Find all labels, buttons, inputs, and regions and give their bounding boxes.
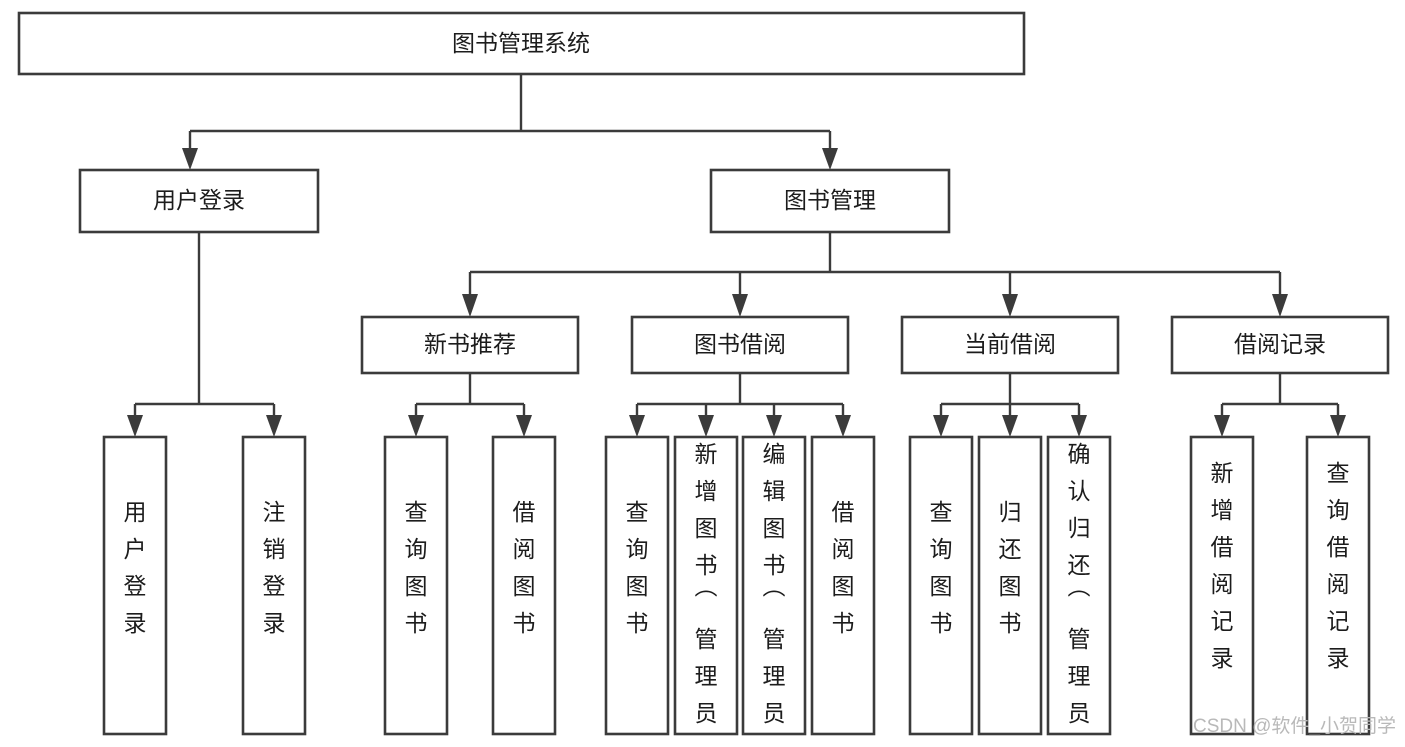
book-borrow-label: 图书借阅: [694, 331, 786, 357]
arrow-root-to-book-manage: [822, 148, 838, 170]
node-leaf-edit-book[interactable]: 编辑图书⌒管理员⌣: [741, 435, 807, 747]
arrow-current-borrow-to-confirm-return: [1071, 415, 1087, 437]
arrow-book-manage-to-book-borrow: [732, 294, 748, 317]
node-leaf-add-book[interactable]: 新增图书⌒管理员⌣: [673, 435, 739, 747]
user-login-box[interactable]: [78, 168, 320, 234]
leaf-user-login-label: 用户登录: [124, 499, 147, 636]
arrow-borrow-record-to-query-record: [1330, 415, 1346, 437]
leaf-edit-book-box[interactable]: [741, 435, 807, 736]
current-borrow-label: 当前借阅: [964, 331, 1056, 357]
node-new-book-recommend[interactable]: 新书推荐: [360, 315, 580, 375]
borrow-record-box[interactable]: [1170, 315, 1390, 375]
node-leaf-query-record[interactable]: 查询借阅记录: [1305, 435, 1371, 736]
arrow-user-login-to-leaf-user-login: [127, 415, 143, 437]
arrow-user-login-to-leaf-logout: [266, 415, 282, 437]
leaf-query-book-1-box[interactable]: [383, 435, 449, 736]
root-box[interactable]: [17, 11, 1026, 76]
leaf-confirm-return-box[interactable]: [1046, 435, 1112, 736]
node-book-borrow[interactable]: 图书借阅: [630, 315, 850, 375]
arrow-root-to-user-login: [182, 148, 198, 170]
book-manage-label: 图书管理: [784, 187, 876, 213]
leaf-edit-book-label: 编辑图书⌒管理员⌣: [763, 441, 786, 747]
edge-book-manage-bus: [468, 232, 1282, 303]
book-borrow-box[interactable]: [630, 315, 850, 375]
arrow-book-manage-to-new-book-recommend: [462, 294, 478, 317]
node-leaf-query-book-3[interactable]: 查询图书: [908, 435, 974, 736]
leaf-add-record-label: 新增借阅记录: [1211, 460, 1234, 671]
leaf-logout-label: 注销登录: [263, 499, 286, 636]
new-book-recommend-label: 新书推荐: [424, 331, 516, 357]
leaf-user-login-box[interactable]: [102, 435, 168, 736]
arrow-current-borrow-to-return-book: [1002, 415, 1018, 437]
edge-new-book-recommend-bus: [414, 373, 526, 423]
edge-user-login-bus: [133, 232, 276, 423]
connectors-layer: [127, 74, 1346, 437]
leaf-query-record-box[interactable]: [1305, 435, 1371, 736]
borrow-record-label: 借阅记录: [1234, 331, 1326, 357]
current-borrow-box[interactable]: [900, 315, 1120, 375]
leaf-add-book-box[interactable]: [673, 435, 739, 736]
leaf-borrow-book-2-box[interactable]: [810, 435, 876, 736]
leaf-logout-box[interactable]: [241, 435, 307, 736]
leaf-return-book-box[interactable]: [977, 435, 1043, 736]
node-book-manage[interactable]: 图书管理: [709, 168, 951, 234]
node-leaf-confirm-return[interactable]: 确认归还⌒管理员⌣: [1046, 435, 1112, 747]
edge-root-bus: [188, 74, 832, 156]
arrow-book-borrow-to-add-book: [698, 415, 714, 437]
arrow-book-borrow-to-query-book: [629, 415, 645, 437]
leaf-confirm-return-label: 确认归还⌒管理员⌣: [1068, 441, 1091, 747]
leaf-query-book-1-label: 查询图书: [405, 499, 428, 636]
node-leaf-borrow-book-2[interactable]: 借阅图书: [810, 435, 876, 736]
leaf-return-book-label: 归还图书: [999, 499, 1022, 636]
node-borrow-record[interactable]: 借阅记录: [1170, 315, 1390, 375]
leaf-query-record-label: 查询借阅记录: [1327, 460, 1350, 671]
node-leaf-logout[interactable]: 注销登录: [241, 435, 307, 736]
leaf-query-book-3-box[interactable]: [908, 435, 974, 736]
node-current-borrow[interactable]: 当前借阅: [900, 315, 1120, 375]
book-manage-box[interactable]: [709, 168, 951, 234]
user-login-label: 用户登录: [153, 187, 245, 213]
leaf-query-book-3-label: 查询图书: [930, 499, 953, 636]
new-book-recommend-box[interactable]: [360, 315, 580, 375]
arrow-book-manage-to-borrow-record: [1272, 294, 1288, 317]
node-user-login[interactable]: 用户登录: [78, 168, 320, 234]
leaf-query-book-2-box[interactable]: [604, 435, 670, 736]
arrow-book-borrow-to-edit-book: [766, 415, 782, 437]
node-leaf-query-book-2[interactable]: 查询图书: [604, 435, 670, 736]
arrow-current-borrow-to-query-book: [933, 415, 949, 437]
leaf-borrow-book-1-box[interactable]: [491, 435, 557, 736]
edge-book-borrow-bus: [635, 373, 845, 423]
node-leaf-add-record[interactable]: 新增借阅记录: [1189, 435, 1255, 736]
node-leaf-return-book[interactable]: 归还图书: [977, 435, 1043, 736]
arrow-book-manage-to-current-borrow: [1002, 294, 1018, 317]
leaf-add-record-box[interactable]: [1189, 435, 1255, 736]
leaf-add-book-label: 新增图书⌒管理员⌣: [695, 441, 718, 747]
edge-borrow-record-bus: [1220, 373, 1340, 423]
arrow-borrow-record-to-add-record: [1214, 415, 1230, 437]
arrow-new-book-recommend-to-borrow-book: [516, 415, 532, 437]
node-leaf-borrow-book-1[interactable]: 借阅图书: [491, 435, 557, 736]
edge-current-borrow-bus: [939, 373, 1081, 423]
leaf-borrow-book-1-label: 借阅图书: [513, 499, 536, 636]
watermark-label: CSDN @软件_小贺同学: [1193, 715, 1396, 737]
root-label: 图书管理系统: [452, 30, 590, 56]
arrow-new-book-recommend-to-query-book: [408, 415, 424, 437]
node-leaf-query-book-1[interactable]: 查询图书: [383, 435, 449, 736]
leaf-query-book-2-label: 查询图书: [626, 499, 649, 636]
arrow-book-borrow-to-borrow-book: [835, 415, 851, 437]
node-leaf-user-login[interactable]: 用户登录: [102, 435, 168, 736]
node-root[interactable]: 图书管理系统: [17, 11, 1026, 76]
leaf-borrow-book-2-label: 借阅图书: [832, 499, 855, 636]
